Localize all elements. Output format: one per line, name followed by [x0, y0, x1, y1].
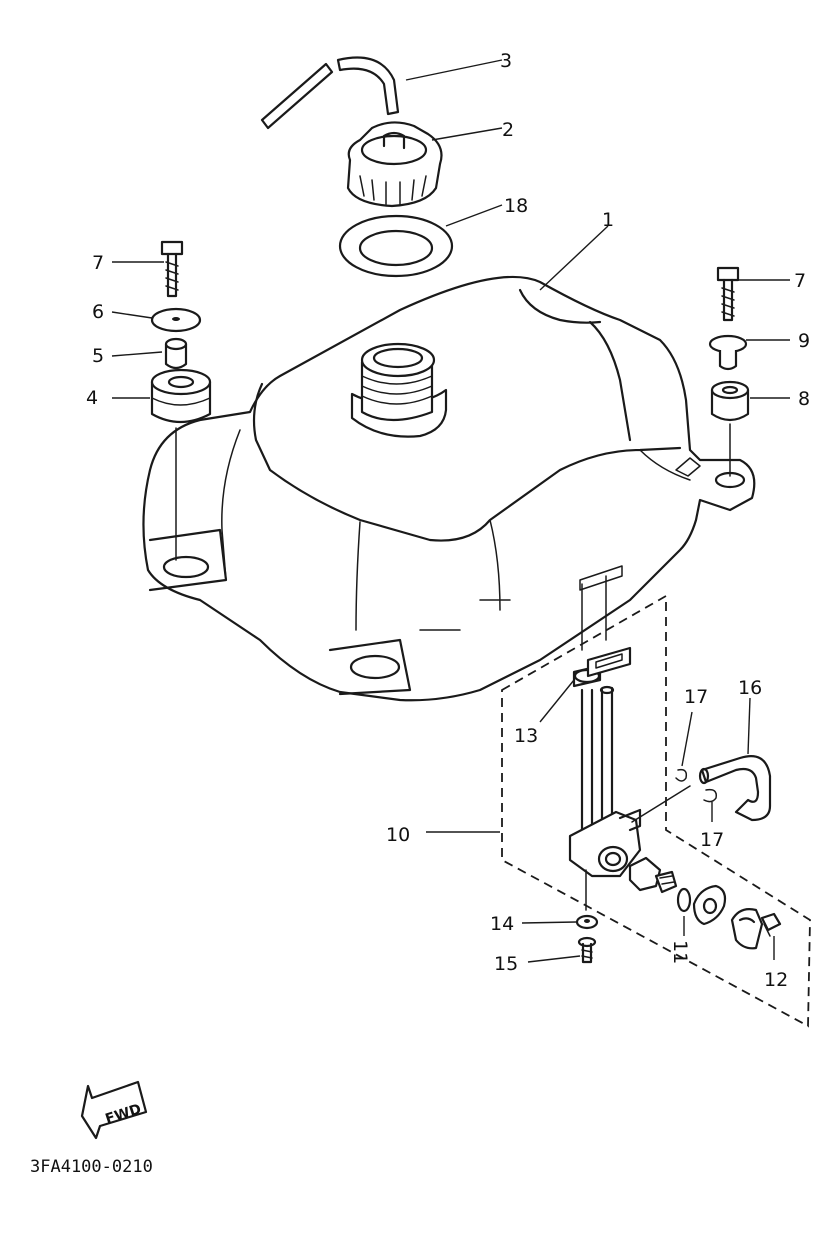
- callout-12: 12: [764, 969, 788, 991]
- callout-9: 9: [798, 330, 810, 352]
- part-11-lever-plate: [692, 884, 727, 926]
- part-15-screw: [577, 936, 597, 964]
- forward-direction-arrow: FWD: [80, 1080, 148, 1140]
- part-4-grommet-left: [150, 368, 212, 424]
- callout-17-top: 17: [684, 686, 708, 708]
- callout-16: 16: [738, 677, 762, 699]
- part-16-fuel-hose: [698, 755, 772, 822]
- part-17-clip-a: [675, 768, 688, 782]
- callout-8: 8: [798, 388, 810, 410]
- leader-lines: [111, 59, 790, 963]
- part-17-clip-b: [703, 788, 718, 803]
- callout-17-bottom: 17: [700, 829, 724, 851]
- part-6-washer-left: [150, 307, 202, 333]
- callout-10: 10: [386, 824, 410, 846]
- callout-4: 4: [86, 387, 98, 409]
- callout-7-left: 7: [92, 252, 104, 274]
- callout-15: 15: [494, 953, 518, 975]
- part-8-grommet-right: [710, 380, 750, 422]
- part-12-lever: [730, 908, 782, 950]
- part-9-collar-right: [708, 334, 748, 371]
- callout-11: 11: [669, 940, 691, 964]
- callout-5: 5: [92, 345, 104, 367]
- part-10-fuel-cock-assembly: [501, 565, 811, 1028]
- callout-13: 13: [514, 725, 538, 747]
- part-13-gasket: [572, 646, 632, 688]
- part-7-bolt-left: [160, 240, 184, 298]
- callout-14: 14: [490, 913, 514, 935]
- callout-6: 6: [92, 301, 104, 323]
- hose-connector-line: [631, 785, 691, 823]
- part-7-bolt-right: [716, 266, 740, 322]
- part-2-fuel-cap: [346, 121, 443, 208]
- part-1-fuel-tank: [142, 275, 756, 702]
- callout-2: 2: [502, 119, 514, 141]
- callout-1: 1: [602, 209, 614, 231]
- callout-3: 3: [500, 50, 512, 72]
- drawing-code: 3FA4100-0210: [30, 1157, 153, 1177]
- callout-18: 18: [504, 195, 528, 217]
- callout-7-right: 7: [794, 270, 806, 292]
- part-18-gasket: [338, 214, 454, 278]
- callouts: 3 2 18 1 7 6 5 4 7 9 8 10 13 14 15 17 16…: [86, 50, 810, 991]
- part-3-vent-hose: [260, 56, 400, 130]
- fuel-cock-internals: [628, 856, 678, 894]
- part-11-o-ring: [676, 887, 692, 913]
- part-14-washer: [575, 914, 599, 930]
- part-5-collar-left: [164, 337, 188, 370]
- part-13-gasket-outline: [579, 565, 623, 591]
